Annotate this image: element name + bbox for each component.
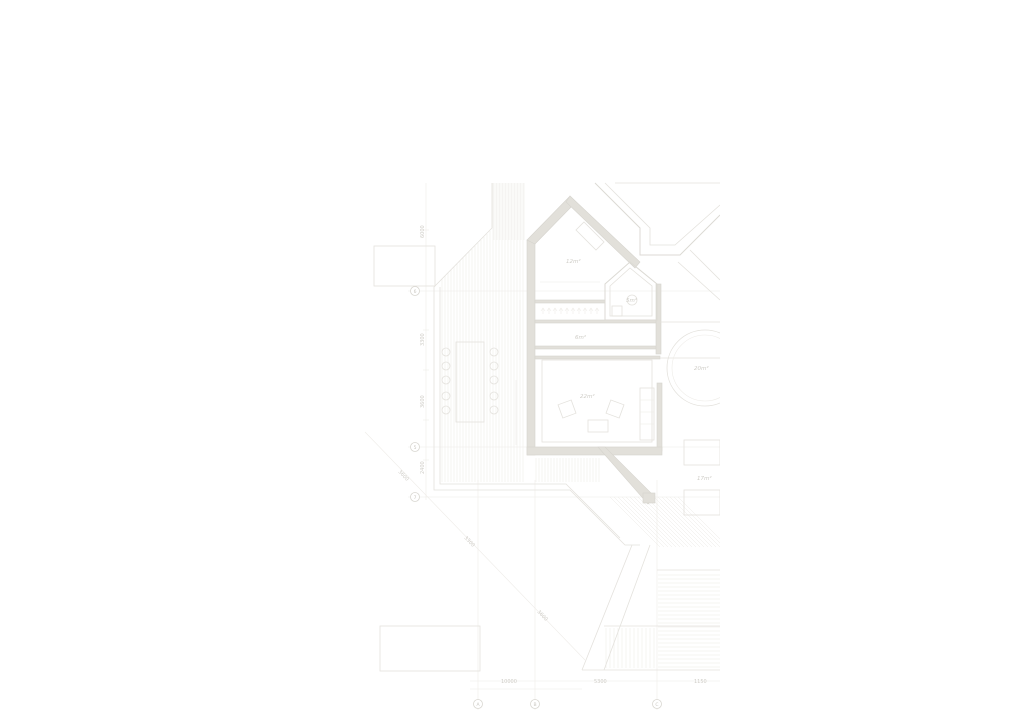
svg-text:5: 5 [414, 445, 417, 451]
room-label-terrace: 17m² [697, 475, 712, 482]
dimension-label: 10000 [501, 679, 517, 685]
svg-text:6: 6 [414, 289, 417, 295]
dimension-label: 3300 [463, 535, 476, 548]
deck-hatching [441, 183, 600, 482]
bath-fixtures [611, 294, 638, 317]
dimension-label: 3600 [397, 469, 410, 482]
deck-outline [373, 183, 720, 672]
room-label-living: 22m² [580, 393, 595, 400]
room-label-upper: 12m² [566, 258, 581, 265]
stair-hatching [605, 496, 720, 668]
axis-marker: 5 [410, 442, 420, 452]
svg-text:7: 7 [414, 495, 417, 501]
closet-hangers [540, 307, 600, 314]
room-label-hall: 6m² [575, 334, 587, 341]
axis-marker: 6 [410, 286, 420, 296]
living-furniture [541, 359, 655, 443]
grid-lines [364, 183, 720, 710]
svg-text:A: A [476, 702, 480, 708]
dimension-label: 5300 [594, 679, 607, 685]
dimension-label: 6000 [420, 225, 426, 238]
dining-table [441, 341, 499, 423]
dimension-label: 3600 [420, 395, 426, 408]
axis-marker: C [652, 699, 662, 709]
dimension-label: 1150 [694, 679, 707, 685]
round-room [666, 329, 720, 407]
dimension-label: 3300 [420, 333, 426, 346]
svg-text:C: C [655, 702, 658, 708]
dimension-ticks [423, 229, 521, 461]
axis-marker: B [530, 699, 540, 709]
room-label-round: 20m² [694, 365, 709, 372]
axis-marker: A [473, 699, 483, 709]
upper-right-structure [594, 182, 720, 516]
svg-text:B: B [533, 702, 536, 708]
axis-marker: 7 [410, 492, 420, 502]
building-walls [526, 195, 663, 505]
upper-room-furniture [540, 221, 605, 283]
room-label-bath: 5m² [626, 297, 638, 304]
dimension-label: 2400 [420, 461, 426, 474]
